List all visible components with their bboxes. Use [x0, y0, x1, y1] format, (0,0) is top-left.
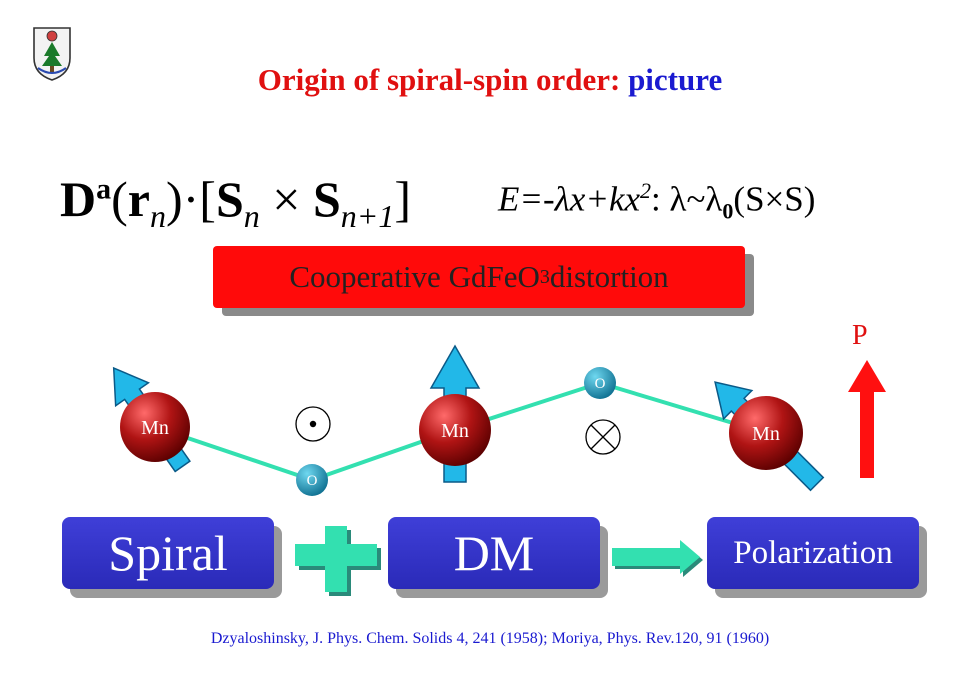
energy-colon: :: [651, 179, 670, 219]
eq-D: D: [60, 171, 97, 227]
title-prefix: Origin of spiral-spin order:: [257, 62, 629, 97]
polarization-box: Polarization: [707, 517, 919, 589]
eq-n: n: [149, 198, 166, 234]
plus-icon: [295, 526, 381, 596]
university-crest-icon: [33, 27, 71, 81]
eq-r: r: [127, 171, 150, 227]
eq-close: ): [165, 171, 183, 227]
energy-lambda-sub: 0: [722, 198, 734, 224]
energy-tail: (S×S): [733, 179, 816, 219]
energy-lhs: E=-λx+kx: [498, 179, 641, 219]
eq-n2: n+1: [340, 198, 395, 234]
mn-label: Mn: [752, 423, 780, 445]
eq-S2: S: [312, 171, 341, 227]
into-plane-cross-icon: [585, 419, 621, 455]
eq-end: ]: [394, 171, 412, 227]
eq-open: (: [111, 171, 128, 227]
eq-dot: ·[: [182, 171, 216, 227]
dm-equation: Da(rn)·[Sn × Sn+1]: [60, 170, 411, 235]
energy-square: 2: [640, 178, 652, 203]
spiral-box: Spiral: [62, 517, 274, 589]
o-label: O: [595, 376, 606, 392]
energy-lambda: λ~λ: [669, 179, 723, 219]
o-atom: O: [296, 464, 328, 496]
mn-atom: Mn: [419, 394, 491, 466]
right-arrow-icon: [612, 540, 703, 577]
page-title: Origin of spiral-spin order: picture: [0, 62, 980, 98]
distortion-sub: 3: [539, 265, 550, 288]
out-of-plane-dot-icon: [295, 406, 331, 442]
o-label: O: [307, 473, 318, 489]
mn-label: Mn: [441, 420, 469, 442]
eq-n1: n: [243, 198, 260, 234]
polarization-label: P: [852, 320, 868, 351]
eq-a: a: [96, 172, 112, 206]
dm-box: DM: [388, 517, 600, 589]
reference-citation: Dzyaloshinsky, J. Phys. Chem. Solids 4, …: [210, 630, 770, 647]
mn-atom: Mn: [120, 392, 190, 462]
polarization-up-arrow-icon: [848, 360, 886, 478]
title-highlight: picture: [628, 62, 723, 97]
eq-S1: S: [215, 171, 244, 227]
eq-times: ×: [259, 171, 313, 227]
distortion-prefix: Cooperative GdFeO: [289, 259, 540, 294]
o-atom: O: [584, 367, 616, 399]
mn-label: Mn: [141, 417, 169, 439]
mn-atom: Mn: [729, 396, 803, 470]
energy-equation: E=-λx+kx2: λ~λ0(S×S): [498, 178, 815, 225]
distortion-suffix: distortion: [549, 259, 669, 294]
